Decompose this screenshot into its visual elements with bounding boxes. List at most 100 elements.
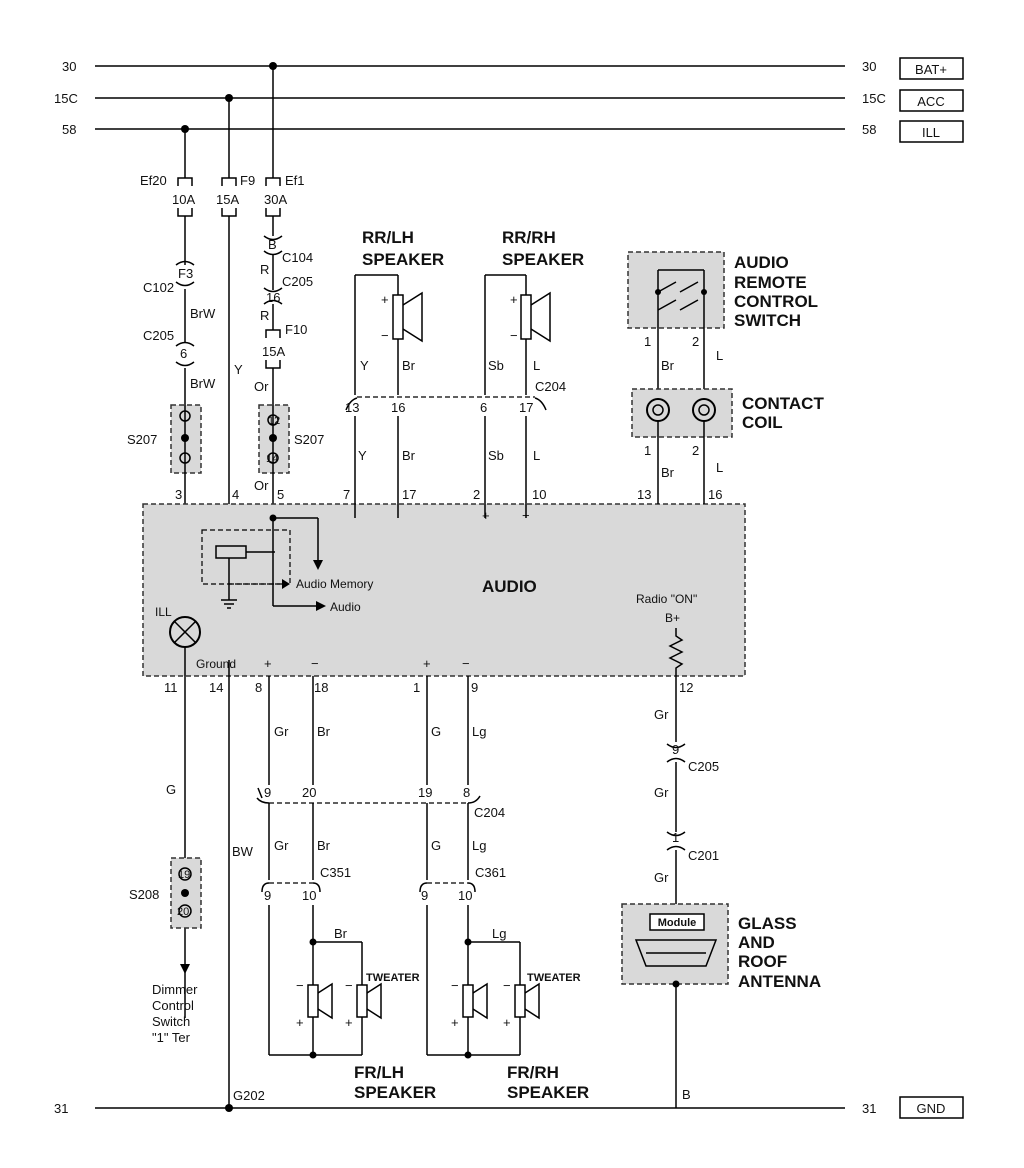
acc-circuit: F9 15A Y 4 [216, 98, 255, 552]
pin-9: 9 [264, 785, 271, 800]
rail-58-left-label: 58 [62, 122, 76, 137]
rail-30: 30 30 BAT+ [62, 57, 964, 80]
fuse-ef20-name: Ef20 [140, 173, 167, 188]
rail-30-right-label: 30 [862, 59, 876, 74]
bplus-label: B+ [665, 611, 680, 625]
polarity-minus: − [296, 978, 304, 993]
pin-1: 1 [644, 334, 651, 349]
rail-15c-left-label: 15C [54, 91, 78, 106]
wire-y-2: Y [358, 448, 367, 463]
wire-br: Br [661, 465, 675, 480]
polarity-minus: − [345, 978, 353, 993]
fuse-f10-name: F10 [285, 322, 307, 337]
antenna-circuit: Gr 9 C205 Gr 1 C201 Gr Module GLASS AND … [621, 676, 821, 1108]
polarity-plus: + [510, 292, 518, 307]
audio-pin-11: 11 [164, 680, 178, 695]
wire-lg-2: Lg [472, 838, 486, 853]
fuse-f9-rating: 15A [216, 192, 239, 207]
rail-15c-right-label: 15C [862, 91, 886, 106]
wire-br-2: Br [317, 838, 331, 853]
connector-c205-label: C205 [688, 759, 719, 774]
rail-58-right-label: 58 [862, 122, 876, 137]
acc-tag [899, 89, 964, 112]
wire-brw-2: BrW [190, 376, 216, 391]
remote-switch-title-4: SWITCH [734, 311, 801, 330]
fr-rh-tweeter-icon [514, 984, 526, 1018]
connector-c205-label: C205 [282, 274, 313, 289]
wire-b: B [682, 1087, 691, 1102]
dimmer-line-1: Dimmer [152, 982, 198, 997]
fr-lh-title: FR/LH [354, 1063, 404, 1082]
pin-20: 20 [177, 906, 189, 918]
pin-f3: F3 [178, 266, 193, 281]
pin-1: 1 [672, 830, 679, 845]
antenna-module-label: Module [658, 917, 697, 929]
connector-c102-label: C102 [143, 280, 174, 295]
audio-pin-12: 12 [679, 680, 693, 695]
antenna-title-2: AND [738, 933, 775, 952]
bat-circuit: Ef1 30A B C104 R C205 16 R F10 15A Or 12… [254, 66, 324, 518]
dimmer-circuit: G BW 19 20 S208 Dimmer Control Switch "1… [129, 782, 265, 1103]
fr-rh-title: FR/RH [507, 1063, 559, 1082]
pin-2: 2 [692, 443, 699, 458]
polarity-minus: − [381, 328, 389, 343]
polarity-minus: − [451, 978, 459, 993]
audio-pin-2: 2 [473, 487, 480, 502]
wire-br: Br [317, 724, 331, 739]
wire-g-3: G [431, 838, 441, 853]
connector-c351-label: C351 [320, 865, 351, 880]
pin-19: 19 [418, 785, 432, 800]
wire-lg-3: Lg [492, 926, 506, 941]
resistor-icon [668, 628, 684, 676]
fuse-f9-icon [221, 177, 237, 186]
fr-rh-tweater-label: TWEATER [527, 972, 581, 984]
rail-31-left-label: 31 [54, 1101, 68, 1116]
arrow-down-icon [180, 964, 190, 974]
pin-2: 2 [692, 334, 699, 349]
rr-rh-title: RR/RH [502, 228, 556, 247]
wire-gr-3: Gr [654, 870, 669, 885]
polarity-plus: + [264, 656, 272, 671]
pin-12: 12 [268, 415, 280, 427]
audio-pin-1: 1 [413, 680, 420, 695]
connector-c104-label: C104 [282, 250, 313, 265]
audio-unit: AUDIO Audio Memory Audio ILL Ground 7 17… [142, 487, 746, 1108]
splice-s207-right [258, 404, 290, 474]
splice-s207-left-label: S207 [127, 432, 157, 447]
polarity-minus: − [311, 656, 319, 671]
pin-19: 19 [178, 869, 190, 881]
antenna-title-3: ROOF [738, 952, 787, 971]
audio-pin-18: 18 [314, 680, 328, 695]
polarity-plus: + [423, 656, 431, 671]
dimmer-line-3: Switch [152, 1014, 190, 1029]
fr-rh-subtitle: SPEAKER [507, 1083, 589, 1102]
rail-15c: 15C 15C ACC [54, 89, 964, 112]
rail-31: 31 31 GND [54, 1096, 964, 1119]
remote-switch-title-2: REMOTE [734, 273, 807, 292]
rail-58: 58 58 ILL [62, 120, 964, 143]
dimmer-line-2: Control [152, 998, 194, 1013]
rr-lh-subtitle: SPEAKER [362, 250, 444, 269]
antenna-icon [634, 939, 718, 967]
audio-pin-10: 10 [532, 487, 546, 502]
audio-title: AUDIO [482, 577, 537, 596]
wire-gr: Gr [274, 724, 289, 739]
wire-r-1: R [260, 262, 269, 277]
pin-8: 8 [463, 785, 470, 800]
fuse-f9-name: F9 [240, 173, 255, 188]
wire-l: L [533, 358, 540, 373]
pin-b: B [268, 237, 277, 252]
audio-pin-5: 5 [277, 487, 284, 502]
pin-9: 9 [264, 888, 271, 903]
connector-c361-label: C361 [475, 865, 506, 880]
fr-lh-tweeter-icon [356, 984, 368, 1018]
rail-31-right-label: 31 [862, 1101, 876, 1116]
wire-br: Br [402, 358, 416, 373]
ground-label: Ground [196, 657, 236, 671]
polarity-minus: − [462, 656, 470, 671]
fr-rh-speaker: Lg TWEATER − + − + FR/RH SPEAKER [427, 926, 589, 1102]
wire-gr-2: Gr [274, 838, 289, 853]
wire-l: L [716, 348, 723, 363]
wire-br-2: Br [402, 448, 416, 463]
